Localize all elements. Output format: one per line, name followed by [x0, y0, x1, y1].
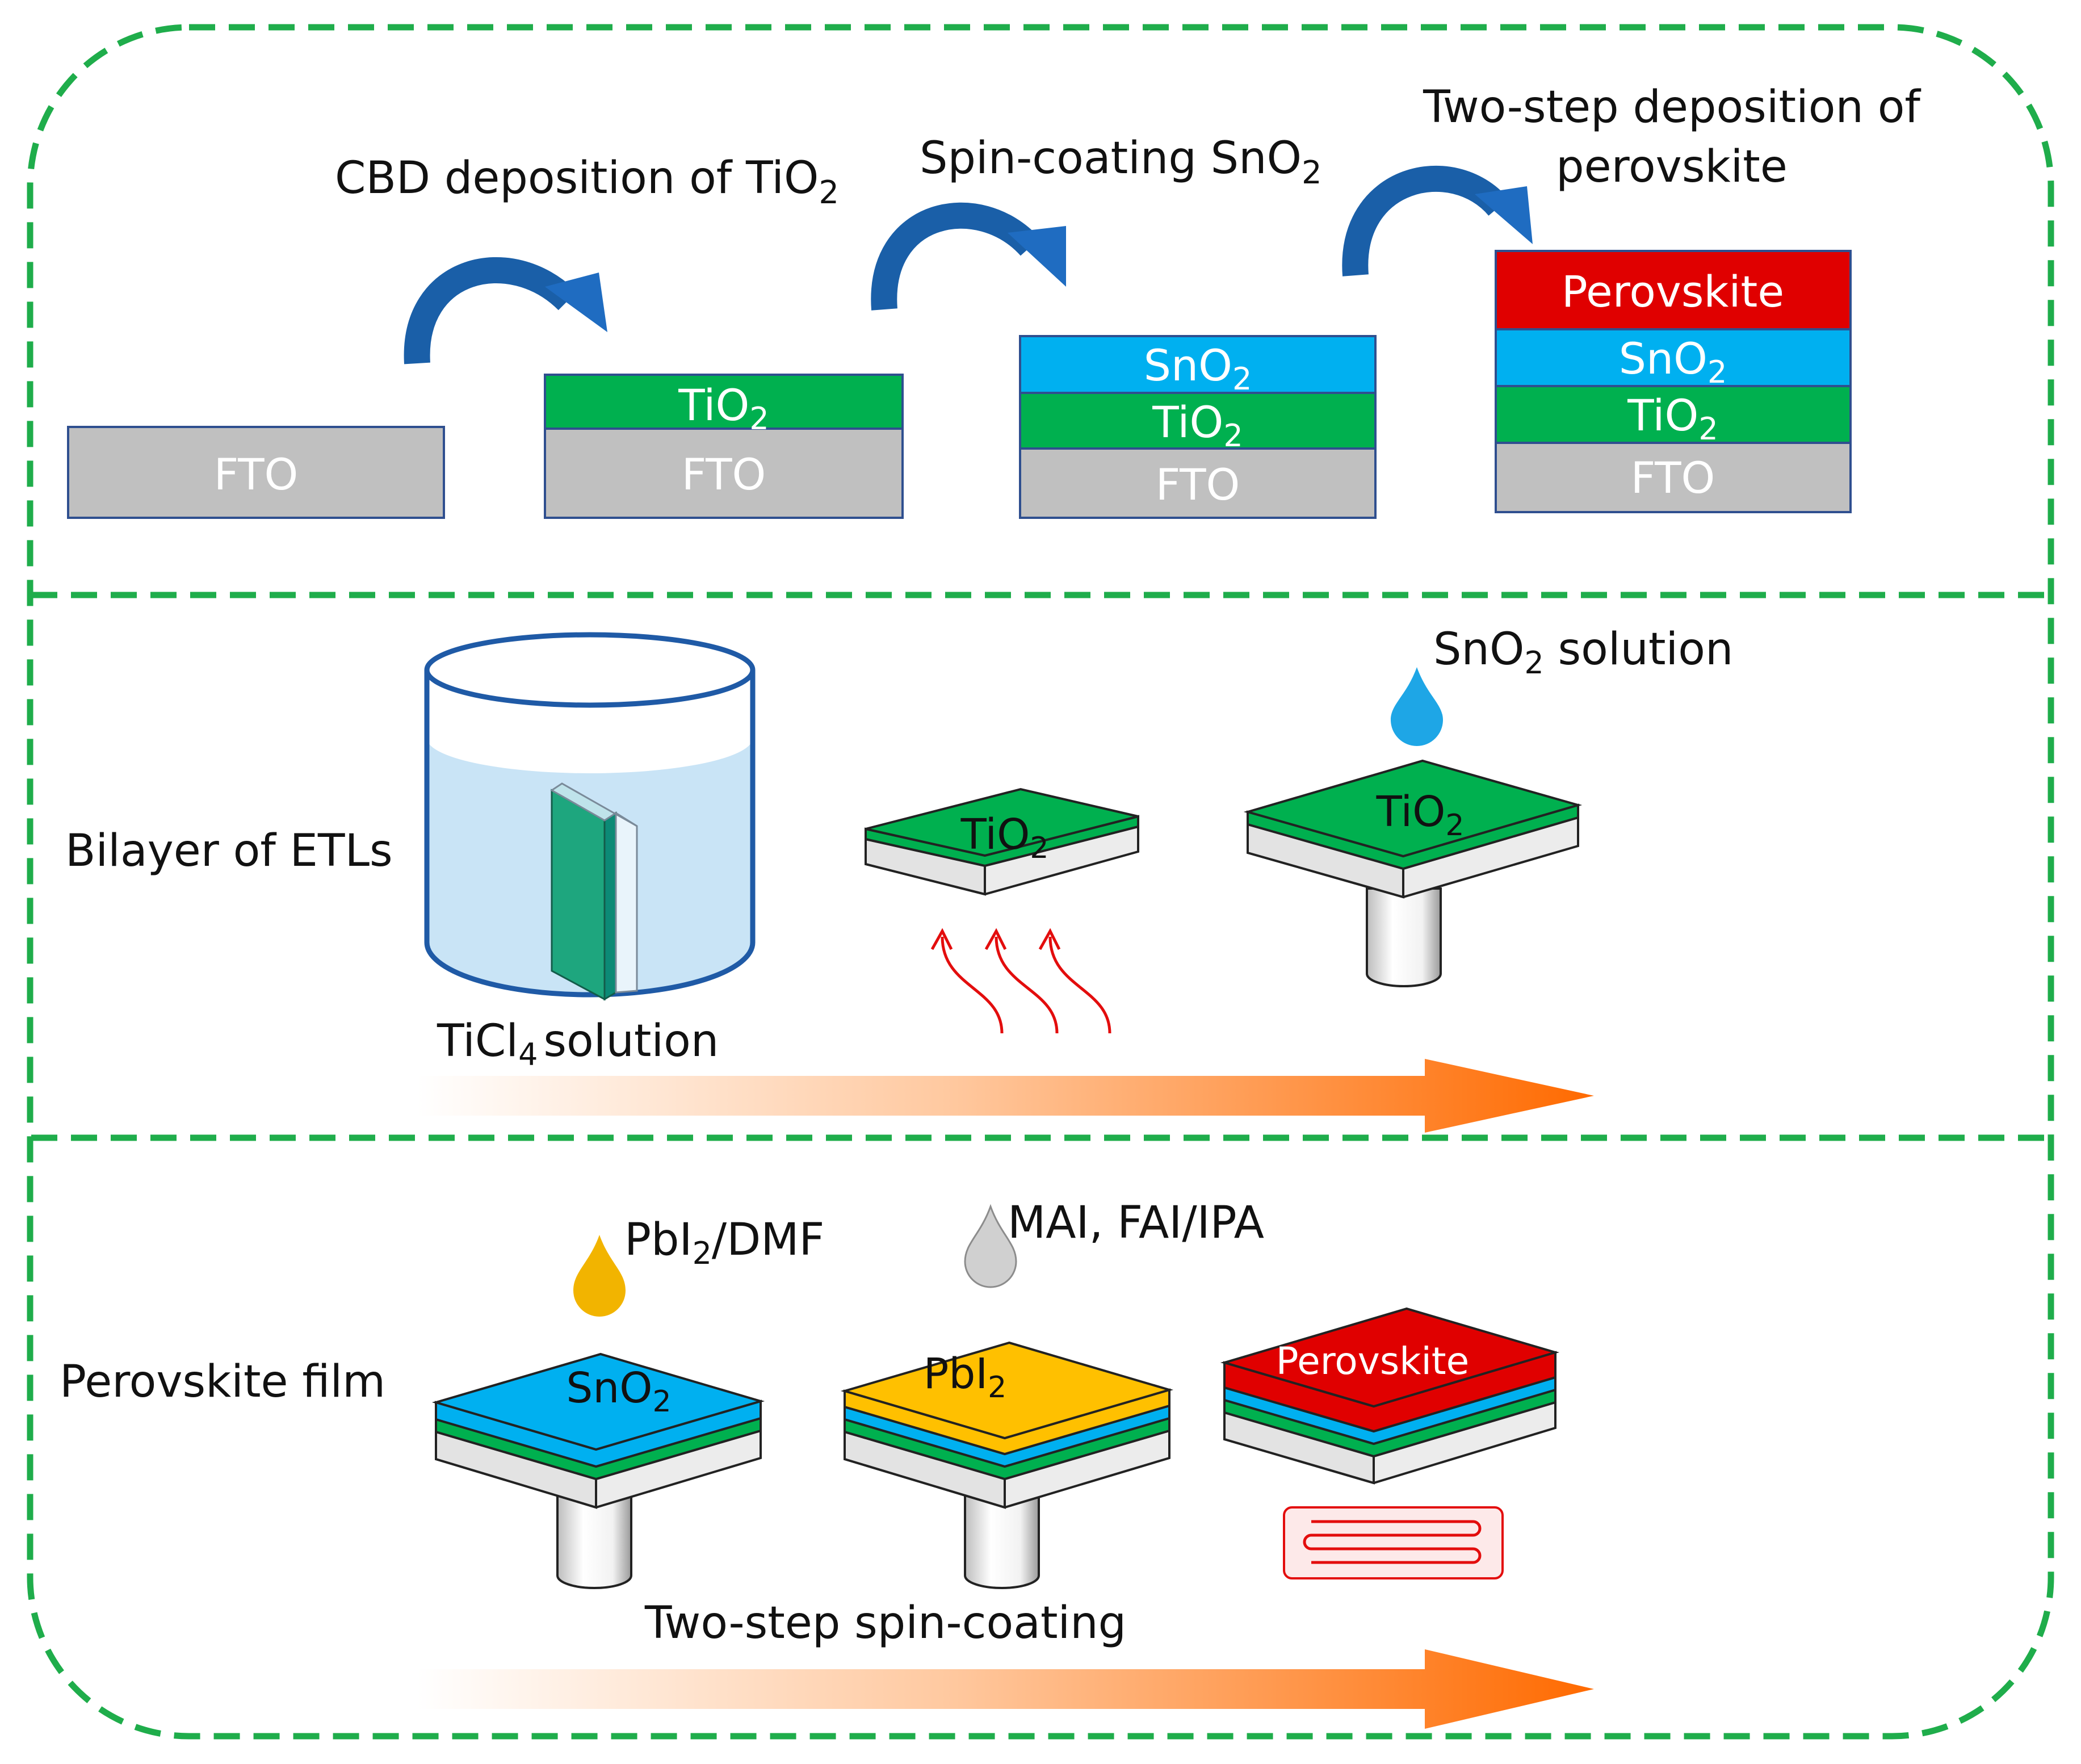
svg-text:FTO: FTO — [1156, 459, 1240, 510]
svg-text:TiO2: TiO2 — [1627, 390, 1718, 447]
svg-text:PbI2: PbI2 — [924, 1350, 1007, 1405]
step2-label: Spin-coating SnO2 — [920, 133, 1322, 191]
flow-arrow-1-icon — [417, 1059, 1594, 1133]
svg-text:TiO2: TiO2 — [1152, 397, 1243, 454]
pbi2-drop-icon — [573, 1235, 626, 1317]
hot-plate-icon — [1283, 1506, 1504, 1579]
step1-label: CBD deposition of TiO2 — [335, 153, 839, 211]
sno2-drop-label: SnO2 solution — [1433, 624, 1733, 681]
heated-sample: TiO2 — [865, 787, 1139, 896]
mai-fai-drop-label: MAI, FAI/IPA — [1008, 1197, 1264, 1248]
annealed-perovskite-sample: Perovskite — [1220, 1307, 1560, 1485]
mai-fai-drop-icon — [964, 1204, 1017, 1288]
stack-tio2-fto: TiO2 FTO — [544, 374, 904, 519]
svg-text:TiO2: TiO2 — [960, 810, 1049, 865]
svg-text:SnO2: SnO2 — [1144, 340, 1252, 397]
pbi2-drop-label: PbI2/DMF — [624, 1214, 824, 1271]
svg-text:FTO: FTO — [682, 449, 766, 500]
flow-arrow-2-icon — [417, 1649, 1594, 1729]
beaker-icon — [424, 632, 756, 1001]
stack-perovskite-full: Perovskite SnO2 TiO2 FTO — [1495, 250, 1852, 513]
svg-text:TiO2: TiO2 — [678, 380, 769, 437]
row-label-perovskite: Perovskite film — [60, 1356, 385, 1407]
spin-sample-sno2: SnO2 — [431, 1352, 765, 1589]
step3-label-line1: Two-step deposition of — [1423, 82, 1921, 133]
curved-arrow-2-icon — [871, 202, 1066, 311]
svg-text:SnO2: SnO2 — [1619, 333, 1727, 390]
svg-text:Perovskite: Perovskite — [1562, 266, 1784, 317]
outer-frame — [27, 24, 2054, 1740]
panel-perovskite-film: Perovskite film PbI2/DMF MAI, FAI/IPA Sn… — [60, 1197, 1594, 1729]
svg-text:Perovskite: Perovskite — [1276, 1339, 1470, 1383]
row-label-bilayer: Bilayer of ETLs — [65, 826, 393, 877]
spin-sample-pbi2: PbI2 — [840, 1341, 1174, 1589]
heat-waves-icon — [930, 928, 1111, 1034]
panel-layer-stacks: CBD deposition of TiO2 Spin-coating SnO2… — [67, 82, 1921, 519]
svg-text:FTO: FTO — [1631, 452, 1715, 503]
curved-arrow-3-icon — [1342, 165, 1533, 276]
stack-sno2-tio2-fto: SnO2 TiO2 FTO — [1019, 335, 1377, 519]
curved-arrow-1-icon — [404, 257, 607, 364]
step3-label-line2: perovskite — [1556, 141, 1788, 192]
two-step-caption: Two-step spin-coating — [644, 1598, 1126, 1649]
svg-text:SnO2: SnO2 — [566, 1364, 671, 1419]
spin-coater-sample: TiO2 — [1243, 759, 1583, 987]
sno2-drop-icon — [1391, 667, 1443, 746]
svg-text:TiO2: TiO2 — [1376, 787, 1465, 843]
svg-text:FTO: FTO — [214, 449, 299, 500]
stack-fto: FTO — [67, 426, 445, 519]
